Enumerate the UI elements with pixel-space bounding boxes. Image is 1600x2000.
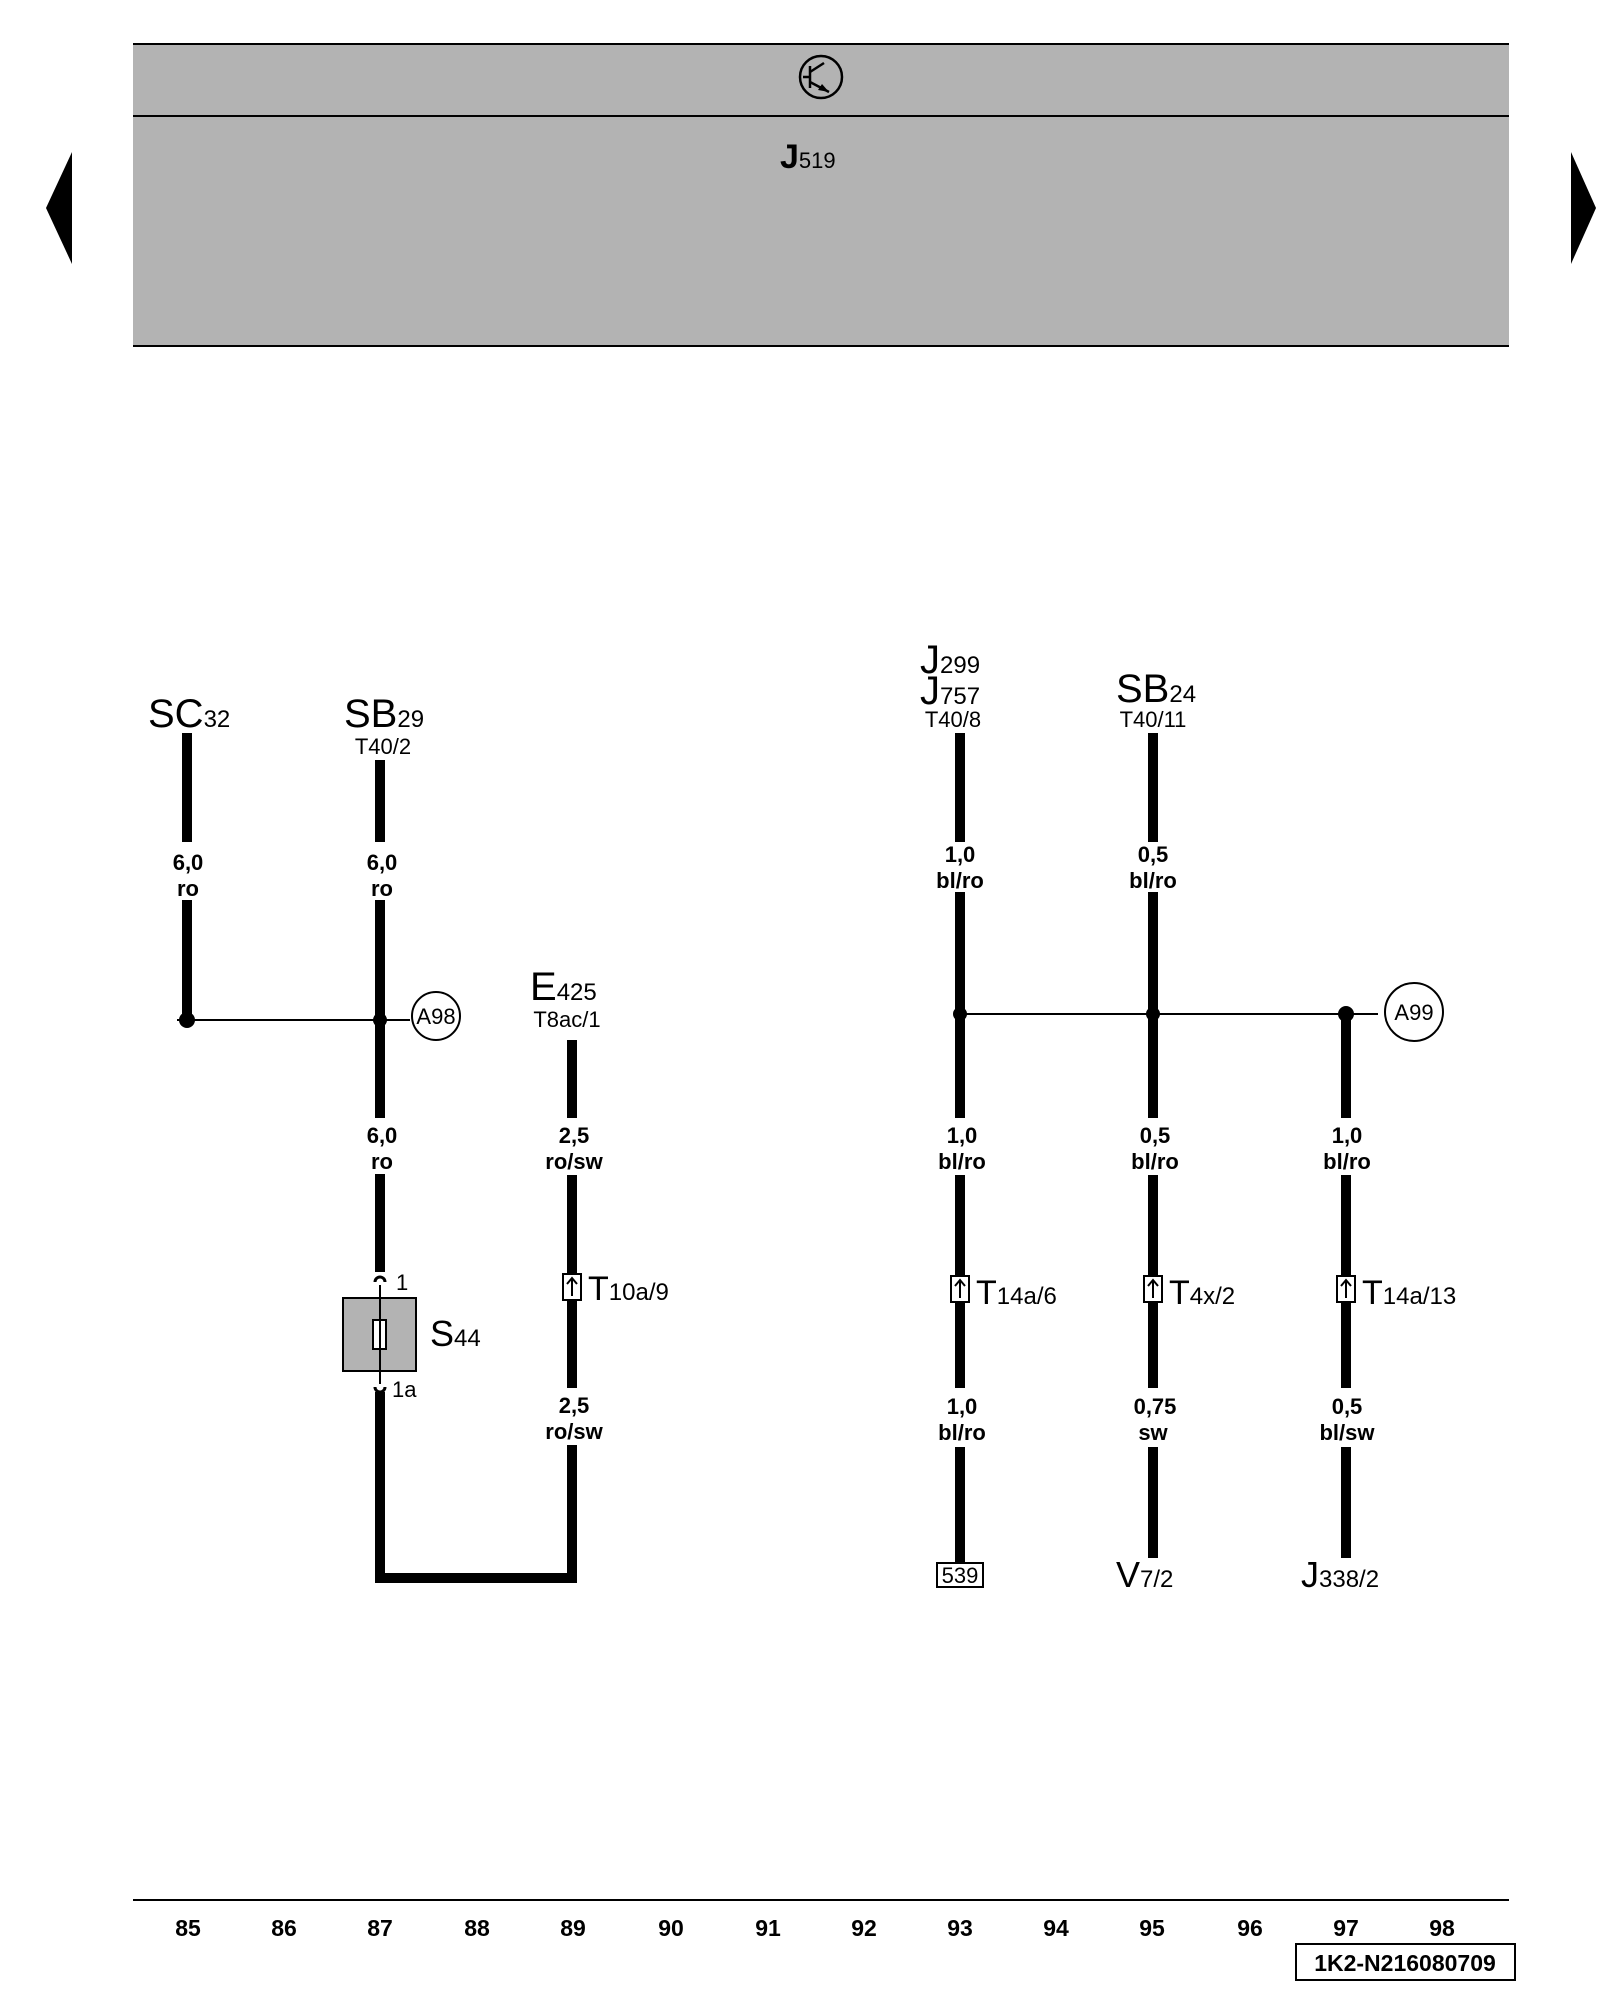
control-unit-label: J519 bbox=[780, 138, 836, 176]
connection-a99: A99 bbox=[1394, 1000, 1433, 1025]
junction-col95 bbox=[1146, 1007, 1160, 1021]
column-number: 96 bbox=[1237, 1915, 1263, 1941]
wire-label-w11: 1,0 bl/ro bbox=[938, 1394, 986, 1445]
component-e425: E425 bbox=[530, 965, 597, 1009]
column-number: 95 bbox=[1139, 1915, 1165, 1941]
transistor-symbol-icon bbox=[798, 54, 844, 100]
svg-text:1,0: 1,0 bbox=[947, 1123, 978, 1148]
column-number: 88 bbox=[464, 1915, 490, 1941]
left-triangle-icon[interactable] bbox=[46, 152, 72, 264]
svg-text:2,5: 2,5 bbox=[559, 1393, 590, 1418]
svg-text:bl/sw: bl/sw bbox=[1319, 1420, 1375, 1445]
connector-t14a13-icon bbox=[1336, 1275, 1356, 1303]
junction-col93 bbox=[953, 1007, 967, 1021]
wire-label-w2: 6,0 ro bbox=[367, 850, 398, 901]
column-numbers: 85 86 87 88 89 90 91 92 93 94 95 96 97 9… bbox=[175, 1915, 1455, 1941]
svg-text:6,0: 6,0 bbox=[367, 850, 398, 875]
svg-text:6,0: 6,0 bbox=[367, 1123, 398, 1148]
pin-sb24: T40/11 bbox=[1120, 707, 1187, 732]
component-sc32: SC32 bbox=[148, 692, 230, 736]
svg-text:ro: ro bbox=[371, 876, 393, 901]
component-sb24: SB24 bbox=[1116, 667, 1196, 711]
svg-text:ro/sw: ro/sw bbox=[545, 1419, 603, 1444]
fuse-pin-1a: 1a bbox=[392, 1377, 417, 1402]
wire-label-w5: 2,5 ro/sw bbox=[545, 1393, 603, 1444]
column-number: 87 bbox=[367, 1915, 393, 1941]
terminal-539: 539 bbox=[942, 1563, 979, 1588]
component-sb29: SB29 bbox=[344, 692, 424, 736]
header-band bbox=[133, 44, 1509, 346]
pin-j757: T40/8 bbox=[925, 707, 981, 732]
svg-text:ro/sw: ro/sw bbox=[545, 1149, 603, 1174]
component-j299: J299 bbox=[920, 638, 980, 682]
wire-label-w12: 0,75 sw bbox=[1134, 1394, 1177, 1445]
svg-text:ro: ro bbox=[371, 1149, 393, 1174]
svg-text:0,5: 0,5 bbox=[1140, 1123, 1171, 1148]
column-number: 91 bbox=[755, 1915, 781, 1941]
connector-t14a6: T14a/6 bbox=[976, 1274, 1057, 1312]
connector-t14a13: T14a/13 bbox=[1362, 1274, 1456, 1312]
svg-text:1,0: 1,0 bbox=[1332, 1123, 1363, 1148]
fuse-pin-1: 1 bbox=[396, 1270, 408, 1295]
junction-sb29 bbox=[373, 1013, 387, 1027]
junction-sc32 bbox=[179, 1012, 195, 1028]
terminal-539-box bbox=[936, 1562, 984, 1588]
connector-t14a6-icon bbox=[950, 1275, 970, 1303]
wire-label-w13: 0,5 bl/sw bbox=[1319, 1394, 1375, 1445]
svg-text:bl/ro: bl/ro bbox=[938, 1149, 986, 1174]
pin-e425: T8ac/1 bbox=[533, 1007, 600, 1032]
svg-text:sw: sw bbox=[1138, 1420, 1168, 1445]
junction-col97 bbox=[1338, 1006, 1354, 1022]
connection-a98-circle bbox=[411, 991, 461, 1041]
column-number: 97 bbox=[1333, 1915, 1359, 1941]
diagram-id-box bbox=[1295, 1943, 1516, 1981]
svg-text:1,0: 1,0 bbox=[945, 842, 976, 867]
svg-text:bl/ro: bl/ro bbox=[1323, 1149, 1371, 1174]
svg-text:1,0: 1,0 bbox=[947, 1394, 978, 1419]
svg-text:0,5: 0,5 bbox=[1332, 1394, 1363, 1419]
svg-text:0,5: 0,5 bbox=[1138, 842, 1169, 867]
wire-label-w8: 1,0 bl/ro bbox=[938, 1123, 986, 1174]
column-number: 98 bbox=[1429, 1915, 1455, 1941]
diagram-id: 1K2-N216080709 bbox=[1314, 1950, 1496, 1976]
terminal-v72: V7/2 bbox=[1116, 1554, 1173, 1595]
connector-t10a9: T10a/9 bbox=[588, 1270, 669, 1308]
component-j757: J757 bbox=[920, 669, 980, 713]
wire-label-w1: 6,0 ro bbox=[173, 850, 204, 901]
column-number: 86 bbox=[271, 1915, 297, 1941]
connector-t4x2: T4x/2 bbox=[1169, 1274, 1235, 1312]
svg-text:6,0: 6,0 bbox=[173, 850, 204, 875]
component-s44: S44 bbox=[430, 1313, 481, 1354]
fuse-pin-1a-hook bbox=[373, 1386, 387, 1394]
column-number: 94 bbox=[1043, 1915, 1069, 1941]
svg-text:bl/ro: bl/ro bbox=[938, 1420, 986, 1445]
wire-label-w9: 0,5 bl/ro bbox=[1131, 1123, 1179, 1174]
connector-t10a9-icon bbox=[562, 1273, 582, 1301]
right-triangle-icon[interactable] bbox=[1571, 152, 1596, 264]
column-number: 85 bbox=[175, 1915, 201, 1941]
wire-label-w4: 2,5 ro/sw bbox=[545, 1123, 603, 1174]
svg-text:bl/ro: bl/ro bbox=[936, 868, 984, 893]
svg-text:bl/ro: bl/ro bbox=[1131, 1149, 1179, 1174]
svg-text:2,5: 2,5 bbox=[559, 1123, 590, 1148]
wire-label-w7: 0,5 bl/ro bbox=[1129, 842, 1177, 893]
pin-sb29: T40/2 bbox=[355, 734, 411, 759]
svg-text:ro: ro bbox=[177, 876, 199, 901]
wire-label-w10: 1,0 bl/ro bbox=[1323, 1123, 1371, 1174]
wire-label-w3: 6,0 ro bbox=[367, 1123, 398, 1174]
wire-label-w6: 1,0 bl/ro bbox=[936, 842, 984, 893]
svg-text:bl/ro: bl/ro bbox=[1129, 868, 1177, 893]
terminal-j3382: J338/2 bbox=[1301, 1554, 1379, 1595]
svg-text:0,75: 0,75 bbox=[1134, 1394, 1177, 1419]
wire-fuse-to-e425 bbox=[375, 1392, 577, 1583]
connector-t4x2-icon bbox=[1143, 1275, 1163, 1303]
column-number: 93 bbox=[947, 1915, 973, 1941]
column-number: 92 bbox=[851, 1915, 877, 1941]
column-number: 90 bbox=[658, 1915, 684, 1941]
column-number: 89 bbox=[560, 1915, 586, 1941]
connection-a98: A98 bbox=[416, 1004, 455, 1029]
connection-a99-circle bbox=[1384, 982, 1444, 1042]
fuse-pin-1-hook bbox=[373, 1275, 387, 1283]
